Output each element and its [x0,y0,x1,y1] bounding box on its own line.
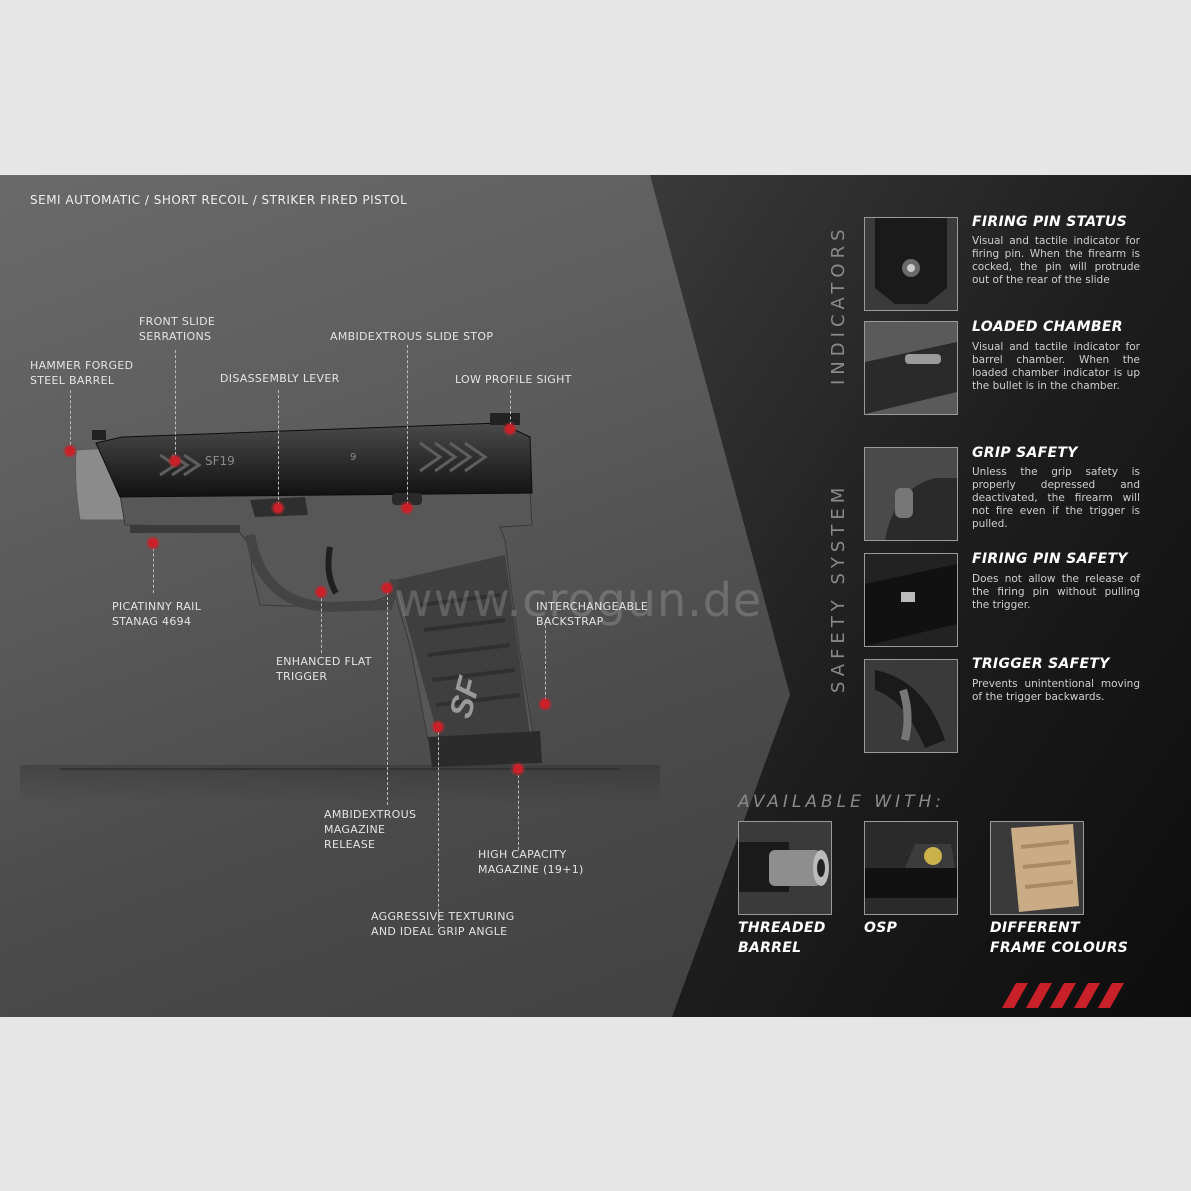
callout-line-texturing [438,727,439,927]
marker-trigger [316,587,326,597]
callout-line-serrations [175,350,176,460]
callout-line-mag-release [387,587,388,805]
brochure-panel: SF SF19 9 SEMI AUTOMATIC / SHORT RECOIL … [0,175,1191,1017]
feature-image-grip-safety [864,447,958,541]
label-ambidextrous-slide-stop: AMBIDEXTROUS SLIDE STOP [330,330,494,343]
available-label-frame-colours: DIFFERENT FRAME COLOURS [990,920,1129,956]
callout-line-sight [510,390,511,430]
feature-image-firing-pin-status [864,217,958,311]
feature-image-loaded-chamber [864,321,958,415]
available-label-osp: OSP [864,920,898,936]
page-subtitle: SEMI AUTOMATIC / SHORT RECOIL / STRIKER … [30,193,408,207]
available-image-osp [864,821,958,915]
label-picatinny-rail: PICATINNY RAIL STANAG 4694 [112,600,202,628]
available-label-threaded-barrel: THREADED BARREL [738,920,826,956]
feature-desc-loaded-chamber: Visual and tactile indicator for barrel … [972,341,1140,392]
marker-backstrap [540,699,550,709]
feature-desc-grip-safety: Unless the grip safety is properly depre… [972,466,1140,530]
slide-caliber: 9 [350,452,356,463]
label-ambidextrous-magazine-release: AMBIDEXTROUS MAGAZINE RELEASE [324,808,417,851]
slide-marking: SF19 [205,454,235,468]
callout-line-disassembly [278,390,279,510]
available-image-frame-colours [990,821,1084,915]
feature-title-firing-pin-status: FIRING PIN STATUS [972,214,1128,230]
watermark: www.crogun.de [395,573,763,627]
callout-line-barrel [70,390,71,450]
marker-rail [148,538,158,548]
marker-sight [505,424,515,434]
feature-desc-firing-pin-status: Visual and tactile indicator for firing … [972,235,1140,286]
label-aggressive-texturing: AGGRESSIVE TEXTURING AND IDEAL GRIP ANGL… [371,910,515,938]
marker-disassembly [273,503,283,513]
section-indicators: INDICATORS [828,224,849,385]
feature-image-trigger-safety [864,659,958,753]
feature-title-firing-pin-safety: FIRING PIN SAFETY [972,551,1128,567]
feature-title-loaded-chamber: LOADED CHAMBER [972,319,1123,335]
callout-line-rail [153,543,154,593]
section-safety-system: SAFETY SYSTEM [828,482,849,693]
feature-title-grip-safety: GRIP SAFETY [972,445,1078,461]
feature-image-firing-pin-safety [864,553,958,647]
available-image-threaded-barrel [738,821,832,915]
label-high-capacity-magazine: HIGH CAPACITY MAGAZINE (19+1) [478,848,584,876]
feature-desc-firing-pin-safety: Does not allow the release of the firing… [972,573,1140,611]
label-enhanced-flat-trigger: ENHANCED FLAT TRIGGER [276,655,372,683]
callout-line-slide-stop [407,345,408,510]
feature-desc-trigger-safety: Prevents unintentional moving of the tri… [972,678,1140,703]
label-hammer-forged-barrel: HAMMER FORGED STEEL BARREL [30,359,134,387]
label-low-profile-sight: LOW PROFILE SIGHT [455,373,572,386]
marker-barrel [65,446,75,456]
feature-title-trigger-safety: TRIGGER SAFETY [972,656,1110,672]
label-interchangeable-backstrap: INTERCHANGEABLE BACKSTRAP [536,600,649,628]
marker-slide-stop [402,503,412,513]
marker-magazine [513,764,523,774]
label-disassembly-lever: DISASSEMBLY LEVER [220,372,340,385]
callout-line-magazine [518,770,519,850]
marker-mag-release [382,583,392,593]
marker-texturing [433,722,443,732]
callout-line-trigger [321,593,322,653]
callout-line-backstrap [545,620,546,705]
available-with-title: AVAILABLE WITH: [738,792,945,812]
label-front-slide-serrations: FRONT SLIDE SERRATIONS [139,315,216,343]
red-stripes [1002,983,1124,1008]
marker-serrations [170,456,180,466]
